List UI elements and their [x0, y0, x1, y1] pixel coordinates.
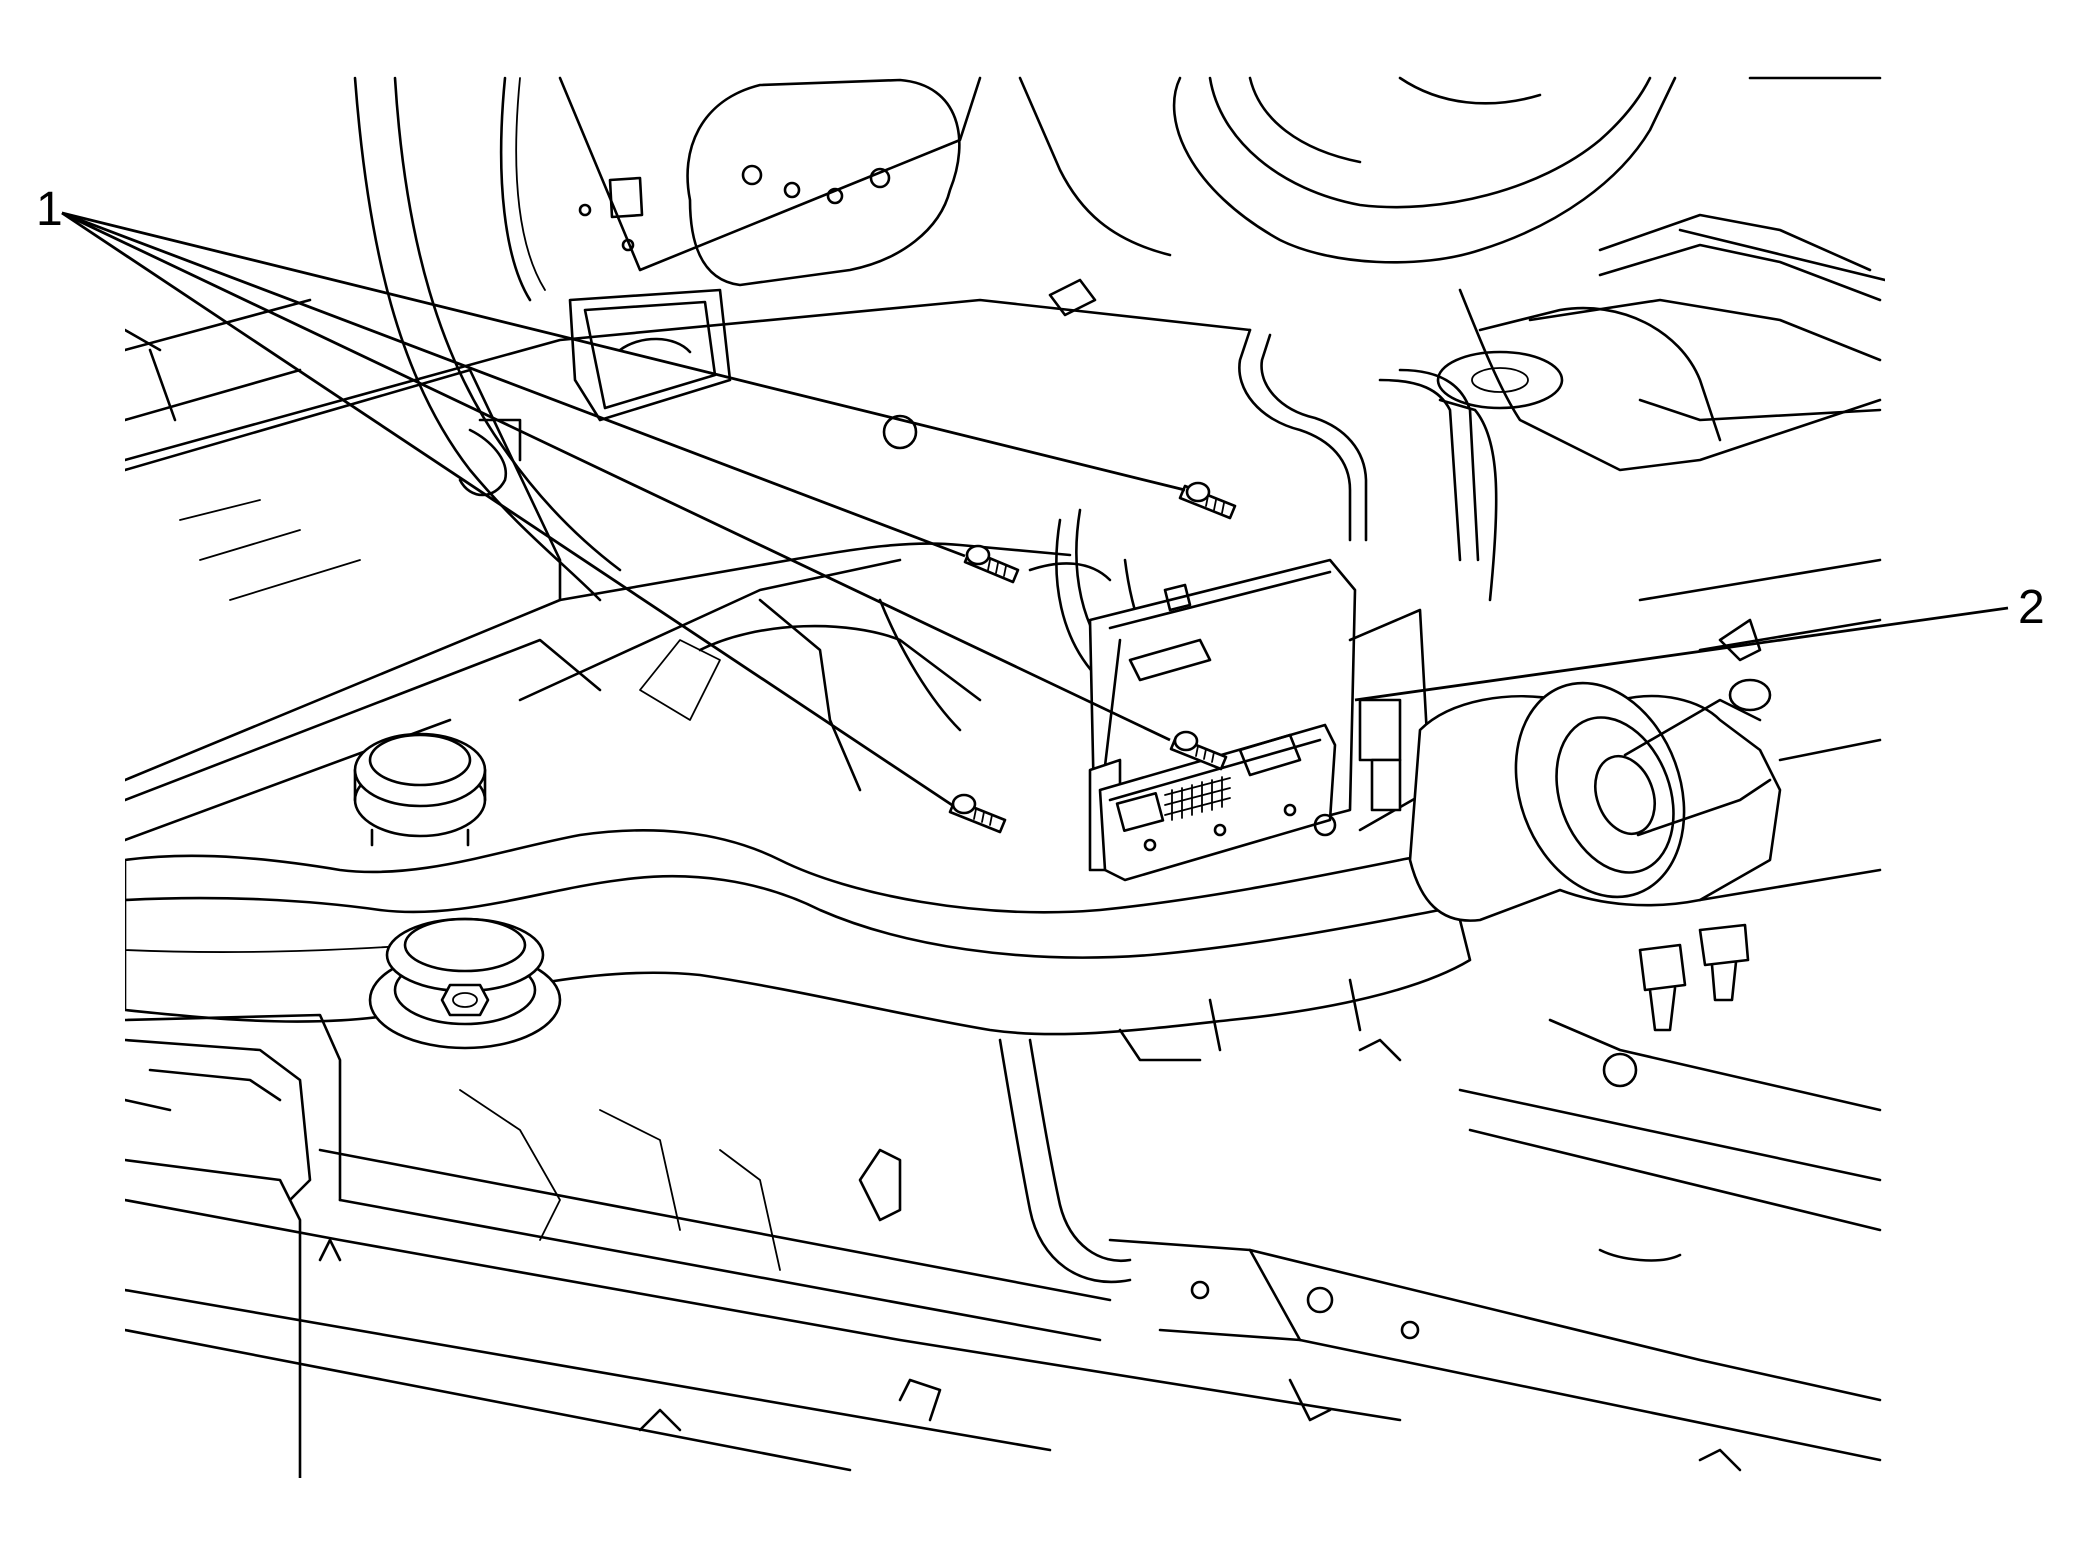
bolt-4-icon	[948, 793, 1007, 834]
bolt-2-icon	[963, 544, 1020, 584]
callout-1-label: 1	[36, 183, 63, 236]
callout-2-leader	[1354, 606, 2009, 702]
control-module	[1088, 558, 1432, 882]
left-upper-mount	[353, 732, 487, 847]
left-lower-mount	[368, 917, 562, 1050]
right-hub-assembly	[1408, 618, 1882, 922]
bolt-3-icon	[1169, 730, 1228, 771]
left-fender-structure	[125, 1038, 312, 1202]
bolt-1-icon	[1178, 481, 1237, 520]
bolt-group	[948, 481, 1237, 834]
vehicle-underbody-drawing	[125, 76, 1885, 1478]
floor-pan	[125, 76, 1885, 602]
frame-rail	[518, 542, 1112, 792]
callout-1-leaders	[61, 211, 1186, 807]
callout-2-label: 2	[2018, 581, 2045, 634]
sensor-connectors	[1638, 923, 1750, 1032]
suspension-crossmember	[125, 829, 1472, 1062]
lower-bracket	[125, 1013, 1882, 1478]
